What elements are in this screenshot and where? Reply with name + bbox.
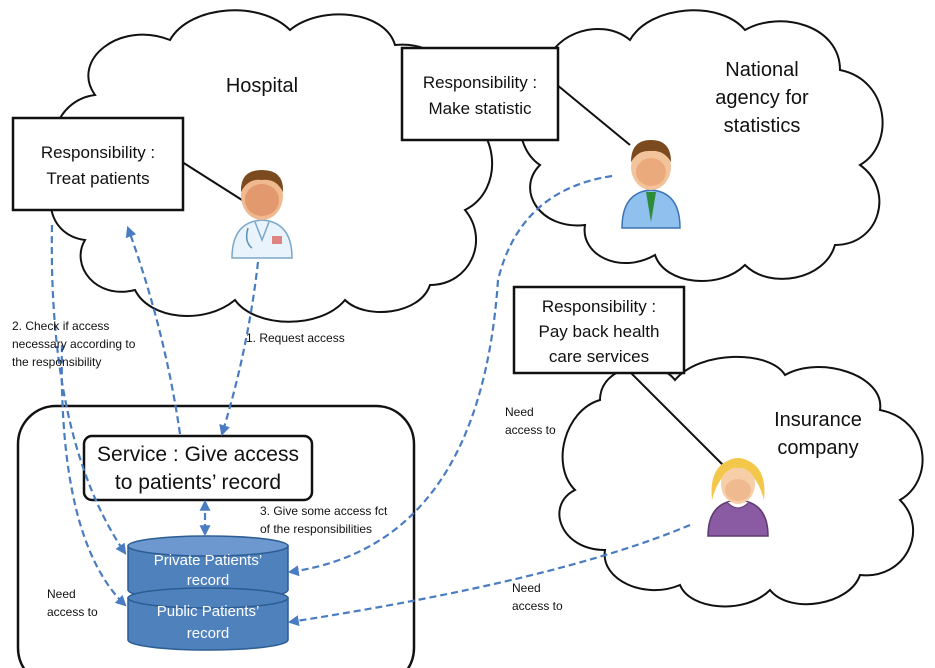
national-agency-label-line2: agency for (715, 87, 809, 109)
national-agency-cloud (519, 9, 884, 282)
private-db-line1: Private Patients’ (154, 552, 262, 569)
need-mid-line1: Need (505, 405, 534, 419)
check-note-line3: the responsibility (12, 355, 101, 369)
insurance-label-line1: Insurance (774, 409, 862, 431)
give-note-line1: 3. Give some access fct (260, 504, 388, 518)
need-mid-line2: access to (505, 423, 556, 437)
payback-line1: Responsibility : (542, 297, 656, 316)
treat-line2: Treat patients (46, 169, 149, 188)
hospital-cloud (49, 9, 494, 323)
need-right-line2: access to (512, 599, 563, 613)
need-left-line1: Need (47, 587, 76, 601)
responsibility-treat-box: Responsibility : Treat patients (11, 116, 185, 212)
statistics-need-arrow (287, 174, 613, 577)
payback-line3: care services (549, 347, 649, 366)
service-line1: Service : Give access (97, 443, 299, 466)
service-box: Service : Give access to patients’ recor… (82, 434, 314, 502)
check-public-arrow (60, 344, 127, 607)
statistic-line1: Responsibility : (423, 73, 537, 92)
request-access-arrow (219, 261, 260, 437)
insurance-label-line2: company (777, 437, 858, 459)
payback-line2: Pay back health (539, 322, 660, 341)
public-db-line2: record (187, 625, 230, 642)
give-note-line2: of the responsibilities (260, 522, 372, 536)
private-db-line2: record (187, 572, 230, 589)
check-note-line2: necessary according to (12, 337, 136, 351)
check-return-arrow (125, 225, 182, 435)
national-agency-label-line1: National (725, 59, 798, 81)
national-agency-label-line3: statistics (724, 115, 801, 137)
check-note-line1: 2. Check if access (12, 319, 109, 333)
responsibility-payback-box: Responsibility : Pay back health care se… (512, 285, 686, 375)
service-line2: to patients’ record (115, 471, 281, 494)
need-right-line1: Need (512, 581, 541, 595)
treat-line1: Responsibility : (41, 143, 155, 162)
need-left-line2: access to (47, 605, 98, 619)
responsibility-statistic-box: Responsibility : Make statistic (400, 46, 560, 142)
public-db-line1: Public Patients’ (157, 603, 260, 620)
statistician-avatar-icon (621, 140, 681, 229)
hospital-label: Hospital (226, 75, 298, 97)
insurance-need-arrow (287, 523, 691, 627)
doctor-avatar-icon (231, 170, 293, 259)
private-record-database-icon: Private Patients’ record (127, 535, 289, 601)
payback-connector (627, 369, 729, 471)
insurance-agent-avatar-icon (707, 458, 769, 537)
statistic-line2: Make statistic (429, 99, 532, 118)
public-record-database-icon: Public Patients’ record (127, 587, 289, 651)
check-private-arrow (50, 224, 127, 555)
request-note: 1. Request access (246, 331, 345, 345)
